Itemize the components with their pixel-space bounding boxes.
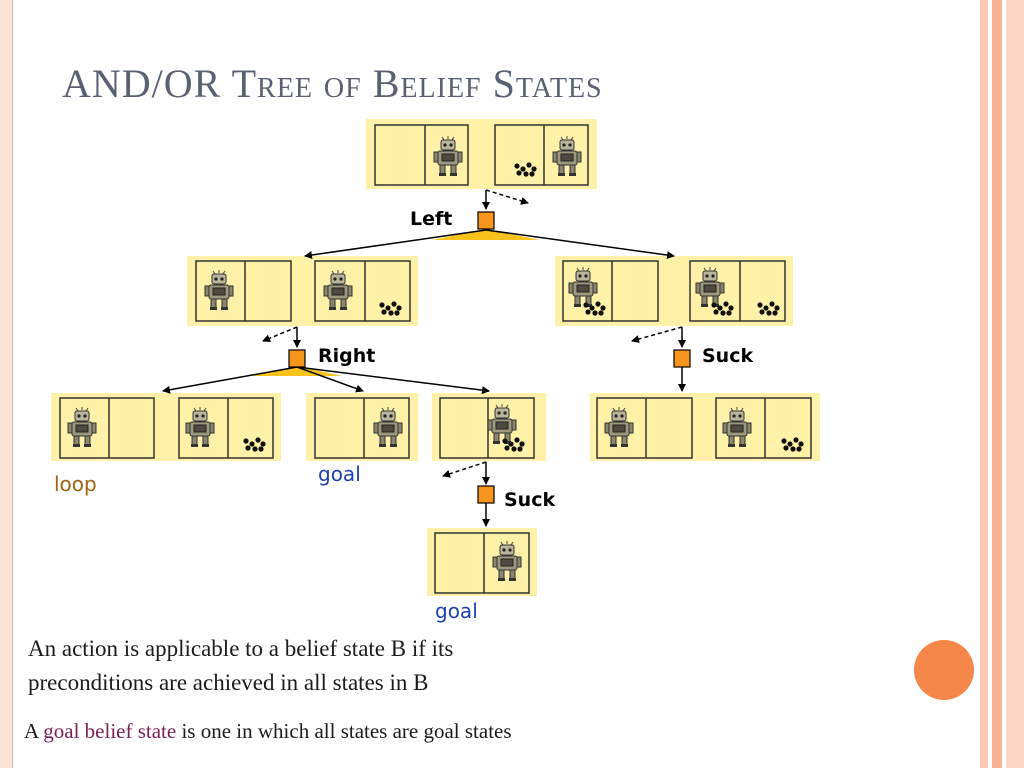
right-frame-stripes: [980, 0, 1024, 768]
action-node-left: [477, 211, 495, 230]
action-label-suck: Suck: [702, 345, 753, 367]
belief-state-goal-2: [427, 528, 537, 596]
world-state: [314, 397, 410, 459]
and-fan-left: [432, 229, 540, 240]
action-label-right: Right: [318, 345, 375, 367]
goal-belief-state-definition: A goal belief state is one in which all …: [24, 719, 512, 744]
outcome-loop-label: loop: [54, 472, 97, 496]
world-state: [374, 124, 469, 186]
belief-state-after-left-dirty: [555, 256, 793, 326]
tree-edges: [162, 189, 686, 527]
belief-state-after-left: [187, 256, 418, 326]
outcome-goal-label-2: goal: [435, 599, 478, 623]
world-state: [178, 397, 274, 459]
world-state: [434, 532, 530, 594]
world-state: [314, 260, 411, 322]
world-state: [494, 124, 589, 186]
action-node-right: [288, 349, 306, 368]
applicability-description: An action is applicable to a belief stat…: [28, 636, 454, 695]
left-frame-border: [0, 0, 13, 768]
decorative-orange-circle: [914, 640, 974, 700]
belief-state-root: [366, 119, 597, 189]
slide-title: AND/OR Tree of Belief States: [62, 61, 603, 106]
belief-state-dirty-right: [432, 393, 546, 461]
action-label-left: Left: [410, 208, 452, 230]
world-state: [562, 260, 659, 322]
outcome-goal-label: goal: [318, 462, 361, 486]
belief-state-loop: [51, 393, 281, 461]
belief-state-after-suck: [590, 393, 820, 461]
world-state: [596, 397, 693, 459]
world-state: [439, 397, 535, 459]
footer-suffix: is one in which all states are goal stat…: [181, 719, 512, 743]
action-node-suck: [673, 349, 691, 368]
footer-highlight: goal belief state: [43, 719, 177, 743]
belief-state-goal-1: [306, 393, 418, 461]
world-state: [59, 397, 155, 459]
world-state: [689, 260, 786, 322]
world-state: [715, 397, 812, 459]
world-state: [195, 260, 292, 322]
and-fan-right: [252, 366, 342, 376]
action-node-suck-2: [477, 485, 495, 504]
action-label-suck-2: Suck: [504, 489, 555, 511]
footer-prefix: A: [24, 719, 39, 743]
